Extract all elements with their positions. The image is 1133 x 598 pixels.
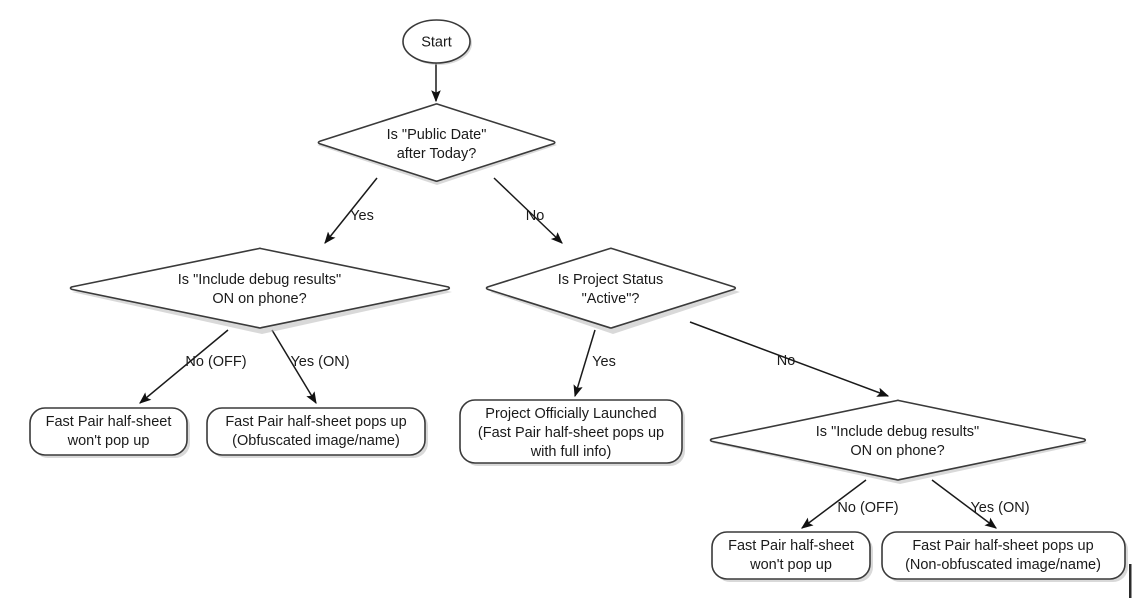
node-terminal-obfuscated[interactable]: Fast Pair half-sheet pops up (Obfuscated…	[206, 407, 428, 458]
edge-debug-right-no	[801, 479, 867, 529]
edge-public-date-no	[493, 177, 563, 244]
terminal-no-popup-right-line1: Fast Pair half-sheet	[728, 538, 854, 554]
edge-label-debug-left-no: No (OFF)	[185, 354, 246, 370]
edge-label-debug-left-yes: Yes (ON)	[290, 354, 349, 370]
node-debug-right-line2: ON on phone?	[850, 443, 944, 459]
edge-artifact-mark	[1129, 564, 1132, 598]
edge-debug-left-yes	[271, 329, 317, 405]
node-debug-right-line1: Is "Include debug results"	[816, 424, 979, 440]
edge-labels-layer: Yes No No (OFF) Yes (ON) Yes No No (OFF)…	[185, 208, 1029, 516]
edge-label-debug-right-yes: Yes (ON)	[970, 500, 1029, 516]
terminal-obfuscated-line2: (Obfuscated image/name)	[232, 433, 400, 449]
terminal-obfuscated-line1: Fast Pair half-sheet pops up	[225, 414, 406, 430]
node-terminal-launched[interactable]: Project Officially Launched (Fast Pair h…	[459, 399, 685, 466]
terminal-launched-line1: Project Officially Launched	[485, 406, 656, 422]
terminal-launched-line3: with full info)	[530, 444, 612, 460]
node-debug-left-line2: ON on phone?	[212, 291, 306, 307]
edge-label-debug-right-no: No (OFF)	[837, 500, 898, 516]
node-public-date-line1: Is "Public Date"	[387, 127, 487, 143]
terminal-non-obfuscated-line1: Fast Pair half-sheet pops up	[912, 538, 1093, 554]
edge-label-project-status-no: No	[777, 353, 796, 369]
node-start[interactable]: Start	[402, 19, 472, 65]
node-terminal-non-obfuscated[interactable]: Fast Pair half-sheet pops up (Non-obfusc…	[881, 531, 1128, 582]
node-decision-project-status[interactable]: Is Project Status "Active"?	[485, 247, 741, 334]
node-terminal-no-popup-right[interactable]: Fast Pair half-sheet won't pop up	[711, 531, 873, 582]
terminal-no-popup-right-line2: won't pop up	[749, 557, 832, 573]
edge-label-public-date-yes: Yes	[350, 208, 374, 224]
node-project-status-line2: "Active"?	[582, 291, 640, 307]
edge-debug-left-no	[139, 329, 229, 404]
terminal-no-popup-left-line2: won't pop up	[67, 433, 150, 449]
node-project-status-line1: Is Project Status	[558, 272, 664, 288]
node-decision-debug-right[interactable]: Is "Include debug results" ON on phone?	[709, 399, 1089, 484]
node-public-date-line2: after Today?	[397, 146, 477, 162]
edge-debug-right-yes	[931, 479, 997, 529]
terminal-no-popup-left-line1: Fast Pair half-sheet	[46, 414, 172, 430]
terminal-launched-line2: (Fast Pair half-sheet pops up	[478, 425, 664, 441]
edge-label-public-date-no: No	[526, 208, 545, 224]
edge-project-status-no	[689, 321, 890, 397]
node-start-label: Start	[421, 34, 452, 50]
edges-layer	[139, 63, 997, 529]
terminal-non-obfuscated-line2: (Non-obfuscated image/name)	[905, 557, 1101, 573]
node-debug-left-line1: Is "Include debug results"	[178, 272, 341, 288]
node-decision-debug-left[interactable]: Is "Include debug results" ON on phone?	[69, 247, 453, 334]
edge-label-project-status-yes: Yes	[592, 354, 616, 370]
node-terminal-no-popup-left[interactable]: Fast Pair half-sheet won't pop up	[29, 407, 190, 458]
edge-project-status-yes	[573, 329, 596, 398]
node-decision-public-date[interactable]: Is "Public Date" after Today?	[317, 103, 557, 185]
edge-public-date-yes	[324, 177, 378, 244]
